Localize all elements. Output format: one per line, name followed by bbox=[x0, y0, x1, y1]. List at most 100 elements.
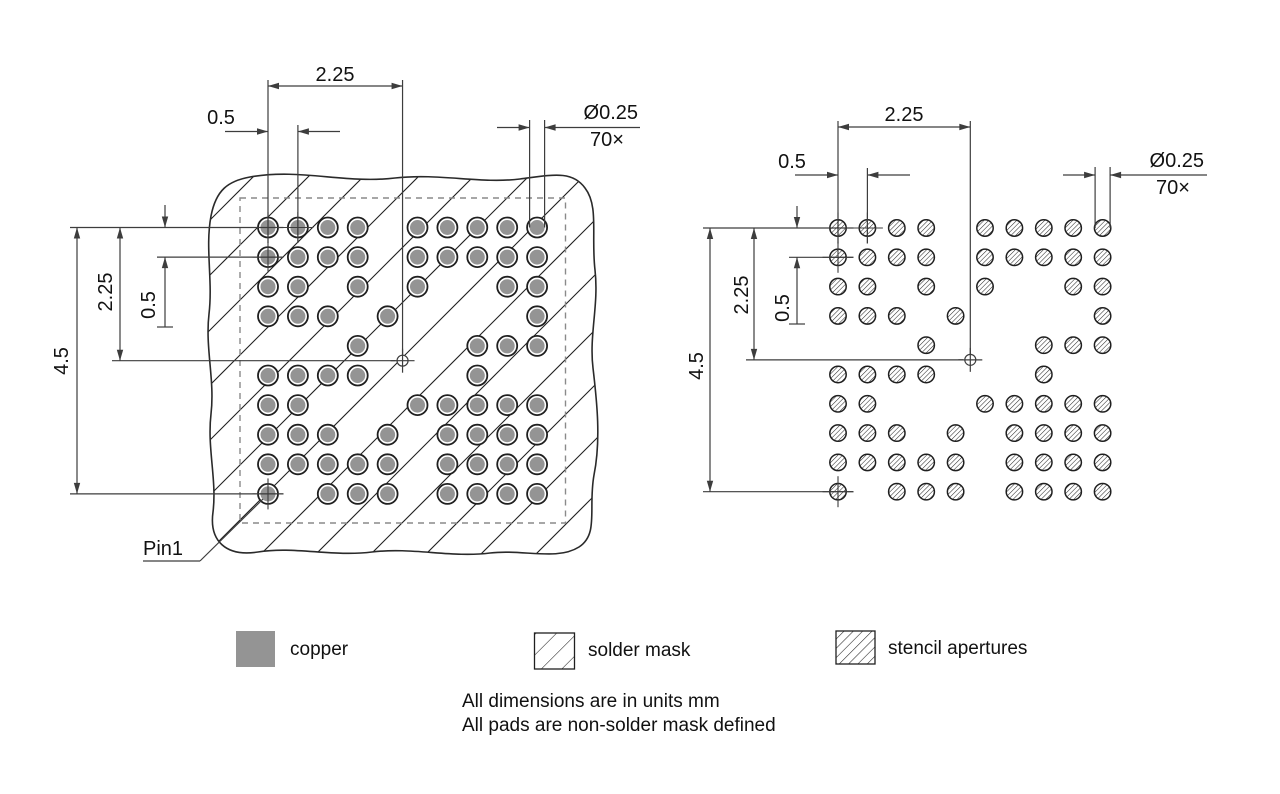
copper-swatch bbox=[236, 631, 275, 667]
stencil-aperture bbox=[1064, 277, 1083, 296]
copper-pad bbox=[380, 308, 396, 324]
copper-pad bbox=[499, 279, 515, 295]
right-dim-diameter-label: Ø0.25 bbox=[1149, 150, 1204, 172]
copper-pad bbox=[350, 486, 366, 502]
note-mask-defined: All pads are non-solder mask defined bbox=[462, 715, 776, 736]
stencil-apertures-swatch bbox=[835, 630, 876, 665]
copper-pad bbox=[350, 338, 366, 354]
copper-pad bbox=[529, 486, 545, 502]
mask-hatch-line bbox=[489, 174, 598, 555]
stencil-aperture bbox=[1034, 453, 1053, 472]
dimension-arrowhead bbox=[793, 257, 801, 269]
stencil-aperture bbox=[917, 482, 936, 501]
stencil-aperture bbox=[917, 248, 936, 267]
solder-mask-hatch bbox=[208, 174, 598, 555]
stencil-aperture bbox=[1064, 424, 1083, 443]
stencil-aperture bbox=[829, 453, 847, 472]
stencil-aperture bbox=[1093, 424, 1112, 443]
stencil-aperture bbox=[887, 424, 906, 443]
legend-solder-mask-label: solder mask bbox=[588, 640, 691, 661]
stencil-aperture bbox=[887, 306, 906, 325]
right-dim-side-pitch-label: 0.5 bbox=[772, 294, 794, 322]
copper-pad bbox=[439, 427, 455, 443]
dimension-arrowhead bbox=[297, 128, 309, 135]
copper-pad bbox=[469, 397, 485, 413]
stencil-aperture bbox=[1005, 394, 1024, 413]
mask-hatch-line bbox=[214, 174, 598, 555]
dimension-arrowhead bbox=[161, 216, 169, 228]
copper-pad bbox=[439, 456, 455, 472]
copper-pad bbox=[439, 486, 455, 502]
mask-hatch-line bbox=[208, 174, 411, 555]
stencil-aperture bbox=[1034, 365, 1053, 384]
copper-pad bbox=[469, 368, 485, 383]
dimension-arrowhead bbox=[793, 217, 801, 228]
copper-pad bbox=[499, 397, 515, 413]
dimension-arrowhead bbox=[73, 227, 81, 239]
dimension-arrowhead bbox=[750, 348, 758, 360]
stencil-aperture bbox=[917, 365, 936, 384]
mask-hatch-line bbox=[208, 174, 301, 555]
stencil-aperture bbox=[1064, 219, 1083, 237]
stencil-aperture bbox=[1093, 219, 1112, 237]
right-dim-side-full-label: 4.5 bbox=[686, 352, 708, 380]
dimension-arrowhead bbox=[391, 82, 403, 90]
copper-pad bbox=[499, 338, 515, 354]
dimension-arrowhead bbox=[116, 227, 124, 239]
stencil-aperture bbox=[829, 277, 847, 296]
stencil-aperture bbox=[1064, 482, 1083, 501]
stencil-aperture bbox=[1005, 248, 1024, 267]
legend-stencil-apertures-label: stencil apertures bbox=[888, 638, 1028, 659]
stencil-aperture bbox=[976, 277, 994, 296]
stencil-aperture bbox=[1093, 394, 1112, 413]
copper-pad bbox=[499, 220, 515, 235]
stencil-aperture bbox=[1034, 482, 1053, 501]
copper-pad bbox=[320, 456, 336, 472]
dimension-arrowhead bbox=[518, 124, 530, 131]
mask-hatch-line bbox=[208, 174, 576, 555]
stencil-aperture bbox=[1093, 453, 1112, 472]
stencil-aperture bbox=[1005, 424, 1024, 443]
left-dim-side-center-label: 2.25 bbox=[95, 272, 117, 312]
stencil-aperture bbox=[976, 394, 994, 413]
copper-pad bbox=[290, 279, 306, 295]
stencil-aperture bbox=[887, 453, 906, 472]
copper-pad bbox=[529, 397, 545, 413]
stencil-aperture bbox=[829, 424, 847, 443]
copper-pad bbox=[260, 456, 276, 472]
left-dim-top-center-label: 2.25 bbox=[315, 64, 355, 86]
stencil-aperture bbox=[858, 394, 877, 413]
copper-pad bbox=[290, 427, 306, 443]
stencil-aperture bbox=[1005, 219, 1024, 237]
mask-hatch-line bbox=[208, 174, 356, 555]
stencil-aperture bbox=[858, 248, 877, 267]
solder-mask-swatch bbox=[533, 632, 576, 670]
copper-pad bbox=[320, 308, 336, 324]
stencil-aperture bbox=[1034, 219, 1053, 237]
left-dim-side-full-label: 4.5 bbox=[51, 347, 73, 375]
copper-pad bbox=[290, 456, 306, 472]
mask-hatch-line bbox=[208, 174, 598, 555]
dimension-arrowhead bbox=[73, 482, 81, 494]
copper-pad bbox=[320, 368, 336, 383]
left-dim-count-label: 70× bbox=[590, 129, 624, 151]
stencil-aperture bbox=[1093, 248, 1112, 267]
copper-pad bbox=[260, 279, 276, 295]
copper-pad bbox=[469, 486, 485, 502]
copper-pad bbox=[260, 308, 276, 324]
right-dim-top-pitch-label: 0.5 bbox=[778, 151, 806, 173]
copper-pad bbox=[529, 456, 545, 472]
copper-pad bbox=[439, 397, 455, 413]
copper-pad bbox=[320, 220, 336, 235]
copper-pad bbox=[290, 249, 306, 265]
right-dimension-lines bbox=[703, 121, 1207, 508]
stencil-aperture bbox=[1064, 248, 1083, 267]
stencil-aperture bbox=[829, 306, 847, 325]
dimension-arrowhead bbox=[1084, 171, 1096, 179]
copper-pad bbox=[350, 220, 366, 235]
copper-pad bbox=[380, 456, 396, 472]
copper-pad bbox=[499, 427, 515, 443]
copper-pad bbox=[529, 308, 545, 324]
stencil-aperture bbox=[917, 336, 936, 355]
mask-hatch-line bbox=[208, 174, 466, 555]
